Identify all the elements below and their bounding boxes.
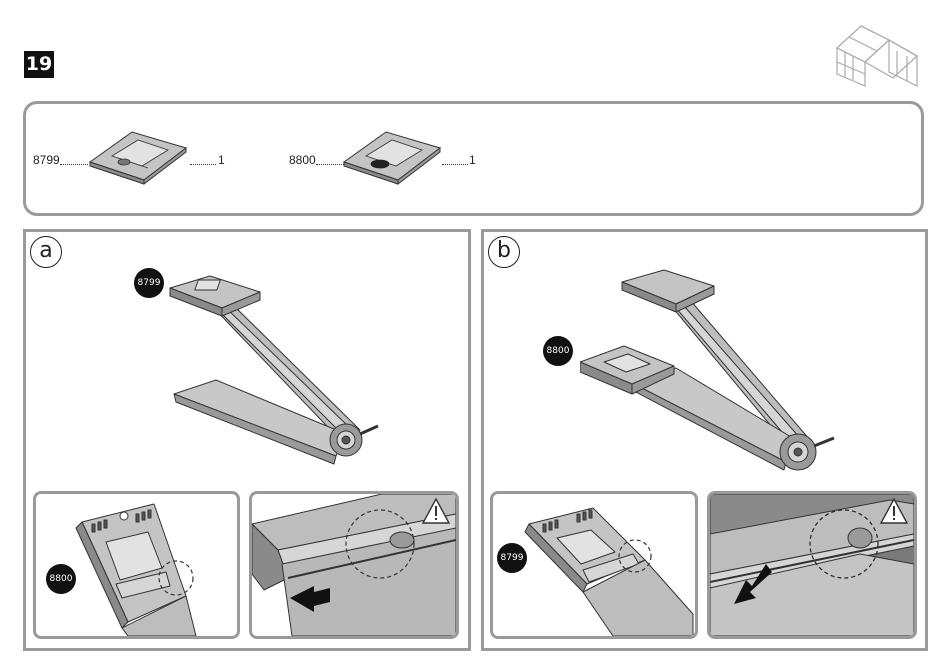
part-qty-8800: 1 [469, 153, 476, 167]
greenhouse-icon [831, 18, 925, 88]
step-number: 19 [24, 51, 54, 78]
bracket-assembly-illustration [160, 270, 390, 480]
bracket-assembly-illustration [580, 262, 840, 487]
callout-8800: 8800 [543, 336, 573, 366]
warning-icon [879, 497, 909, 525]
callout-8799: 8799 [134, 268, 164, 298]
part-qty-8799: 1 [218, 153, 225, 167]
part-code-8800: 8800 [289, 153, 316, 167]
panel-b-label: b [488, 236, 520, 268]
leader-line [442, 164, 468, 165]
leader-line [316, 164, 344, 165]
leader-line [190, 164, 216, 165]
part-code-8799: 8799 [33, 153, 60, 167]
part-illustration-8800 [342, 128, 442, 188]
leader-line [60, 164, 88, 165]
callout-8800: 8800 [46, 564, 76, 594]
part-illustration-8799 [88, 128, 188, 188]
panel-a-label: a [30, 236, 62, 268]
callout-8799: 8799 [497, 543, 527, 573]
warning-icon [421, 497, 451, 525]
